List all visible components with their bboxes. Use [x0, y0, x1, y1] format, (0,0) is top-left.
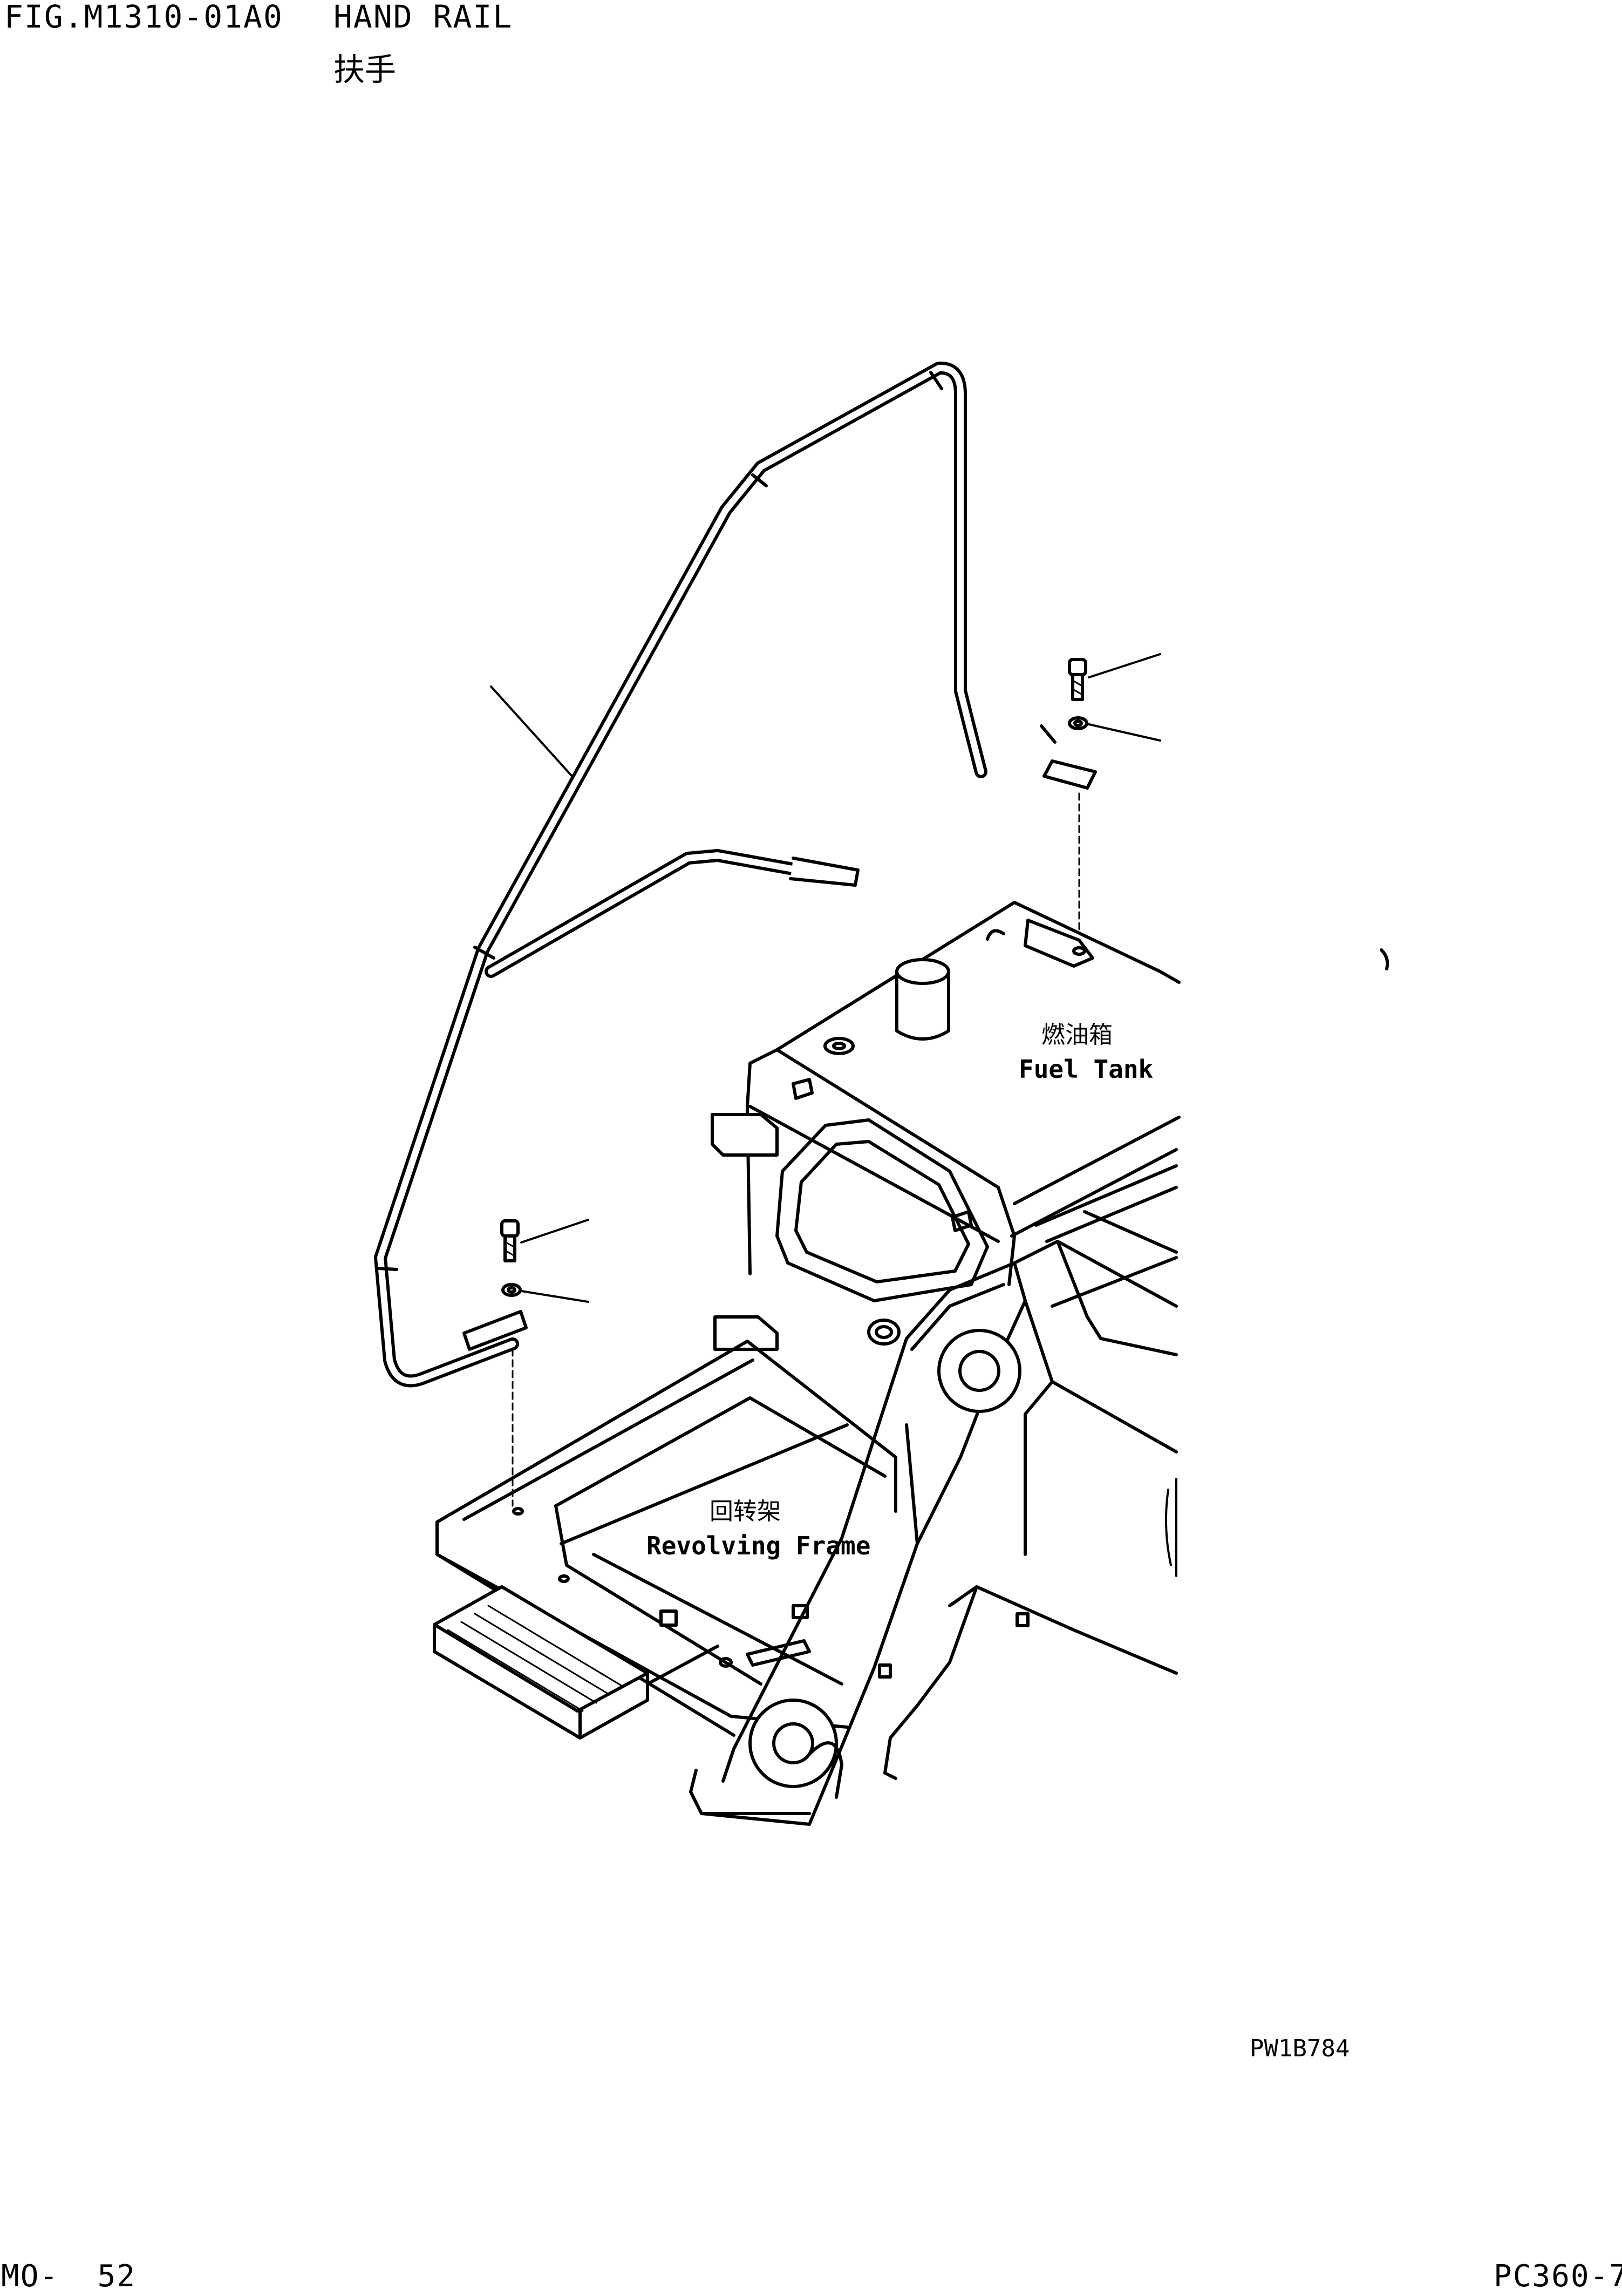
figure-title-cn: 扶手: [333, 51, 397, 88]
hand-rail: [374, 361, 1097, 1388]
page-number: MO- 52: [1, 2259, 137, 2294]
fasteners: [490, 653, 1161, 1507]
fuel-tank: [711, 901, 1389, 1351]
drawing-number: PW1B784: [1250, 2035, 1350, 2062]
model-number: PC360-7: [1494, 2259, 1622, 2294]
fuel-tank-label: Fuel Tank: [1019, 1055, 1153, 1084]
fuel-tank-label-cn: 燃油箱: [1041, 1021, 1113, 1049]
revolving-frame-label-cn: 回转架: [710, 1498, 781, 1525]
figure-code: FIG.M1310-01A0: [4, 0, 283, 35]
figure-title: HAND RAIL: [333, 0, 513, 35]
boom-bracket: [721, 1164, 1178, 1826]
revolving-frame-label: Revolving Frame: [646, 1531, 870, 1560]
revolving-frame: [433, 1340, 897, 1826]
